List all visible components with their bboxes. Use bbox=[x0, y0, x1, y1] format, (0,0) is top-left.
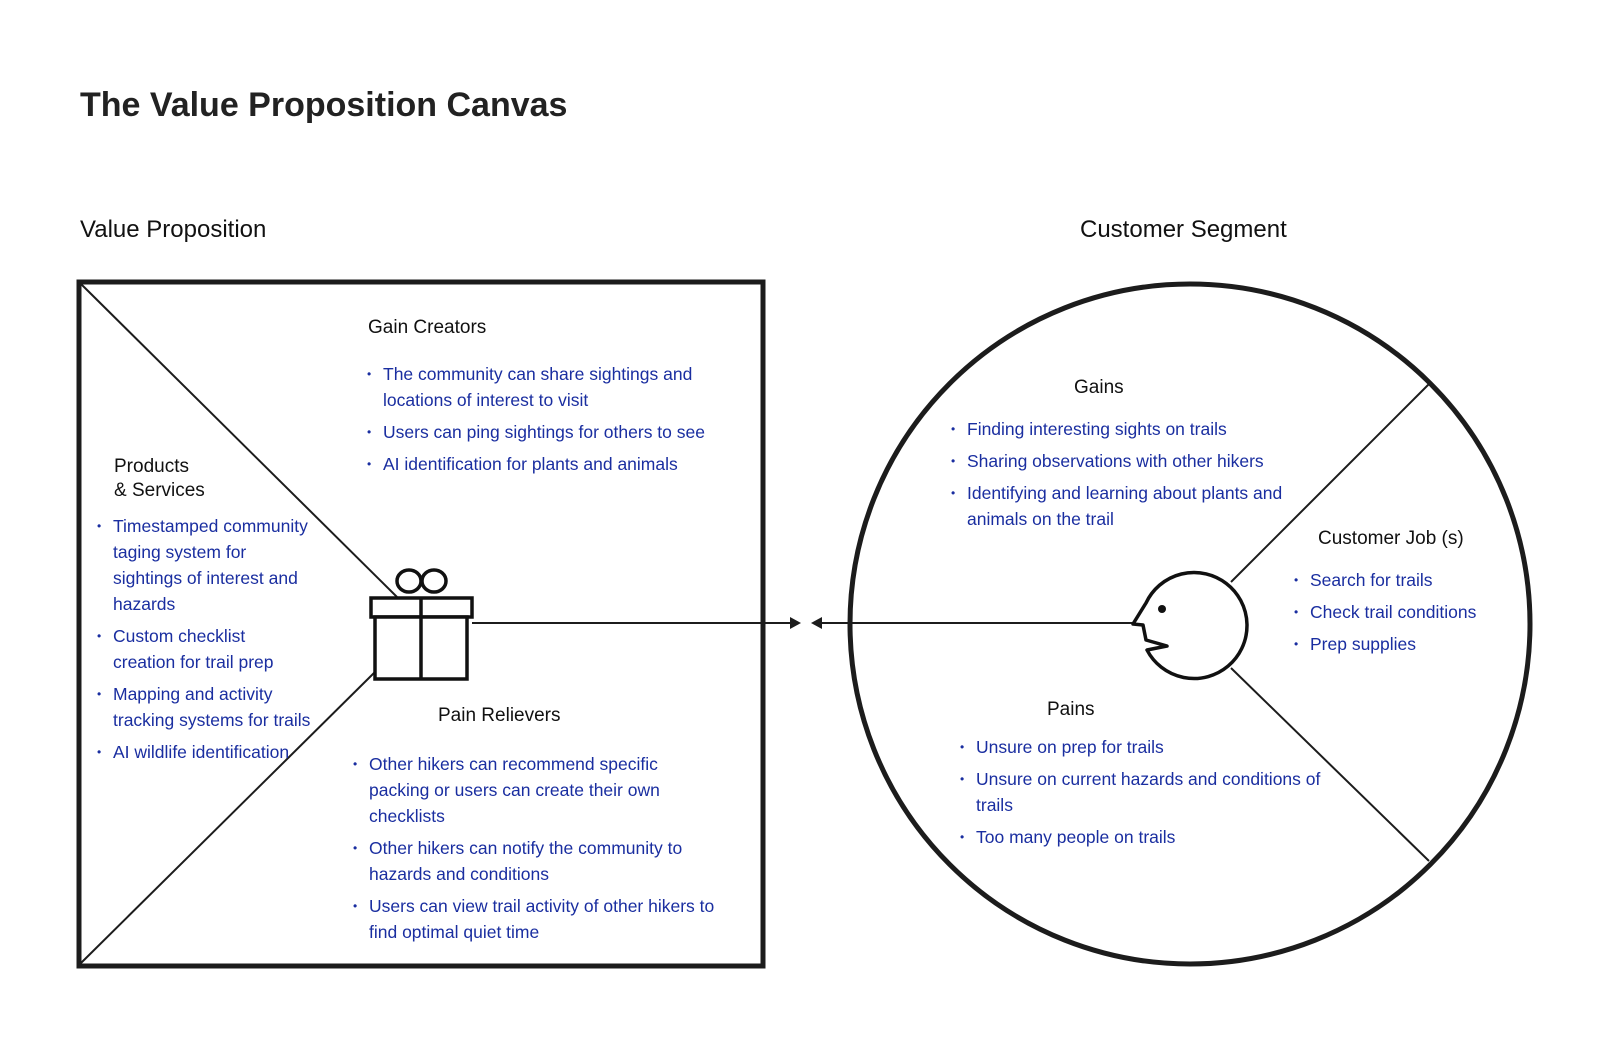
value-proposition-heading: Value Proposition bbox=[80, 216, 267, 243]
gains-list: Finding interesting sights on trails Sha… bbox=[951, 416, 1306, 538]
product-service-item: AI wildlife identification bbox=[97, 739, 312, 765]
pain-reliever-item: Other hikers can recommend specific pack… bbox=[353, 751, 723, 829]
circle-divider-upper bbox=[1230, 383, 1430, 583]
customer-segment-circle bbox=[847, 281, 1533, 967]
gain-creator-item: The community can share sightings and lo… bbox=[367, 361, 737, 413]
gain-item: Sharing observations with other hikers bbox=[951, 448, 1306, 474]
circle-divider-lower bbox=[1230, 667, 1430, 862]
gain-creators-title: Gain Creators bbox=[368, 317, 487, 338]
customer-job-item: Prep supplies bbox=[1294, 631, 1524, 657]
gain-item: Identifying and learning about plants an… bbox=[951, 480, 1306, 532]
products-services-title-line2: & Services bbox=[114, 480, 205, 501]
pain-reliever-item: Users can view trail activity of other h… bbox=[353, 893, 723, 945]
pain-reliever-item: Other hikers can notify the community to… bbox=[353, 835, 723, 887]
square-diagonal-upper bbox=[80, 283, 398, 598]
gain-creator-item: Users can ping sightings for others to s… bbox=[367, 419, 737, 445]
pains-title: Pains bbox=[1047, 699, 1095, 720]
customer-job-item: Search for trails bbox=[1294, 567, 1524, 593]
customer-jobs-title: Customer Job (s) bbox=[1318, 528, 1464, 549]
gain-creators-list: The community can share sightings and lo… bbox=[367, 361, 737, 483]
pains-list: Unsure on prep for trails Unsure on curr… bbox=[960, 734, 1330, 856]
gift-icon bbox=[369, 568, 474, 681]
pain-item: Too many people on trails bbox=[960, 824, 1330, 850]
customer-jobs-list: Search for trails Check trail conditions… bbox=[1294, 567, 1524, 663]
products-services-list: Timestamped community taging system for … bbox=[97, 513, 312, 771]
product-service-item: Custom checklist creation for trail prep bbox=[97, 623, 312, 675]
customer-segment-heading: Customer Segment bbox=[1080, 216, 1287, 243]
arrow-head-right bbox=[790, 617, 801, 629]
pain-item: Unsure on prep for trails bbox=[960, 734, 1330, 760]
products-services-title-line1: Products bbox=[114, 456, 189, 477]
products-services-title: Products & Services bbox=[114, 455, 205, 503]
gain-creator-item: AI identification for plants and animals bbox=[367, 451, 737, 477]
pain-relievers-list: Other hikers can recommend specific pack… bbox=[353, 751, 723, 951]
arrow-head-left bbox=[811, 617, 822, 629]
customer-job-item: Check trail conditions bbox=[1294, 599, 1524, 625]
square-diagonal-lower bbox=[80, 669, 378, 964]
face-icon bbox=[1131, 570, 1249, 681]
pain-item: Unsure on current hazards and conditions… bbox=[960, 766, 1330, 818]
pain-relievers-title: Pain Relievers bbox=[438, 705, 561, 726]
product-service-item: Mapping and activity tracking systems fo… bbox=[97, 681, 312, 733]
gains-title: Gains bbox=[1074, 377, 1124, 398]
gain-item: Finding interesting sights on trails bbox=[951, 416, 1306, 442]
product-service-item: Timestamped community taging system for … bbox=[97, 513, 312, 617]
page-title: The Value Proposition Canvas bbox=[80, 86, 568, 124]
